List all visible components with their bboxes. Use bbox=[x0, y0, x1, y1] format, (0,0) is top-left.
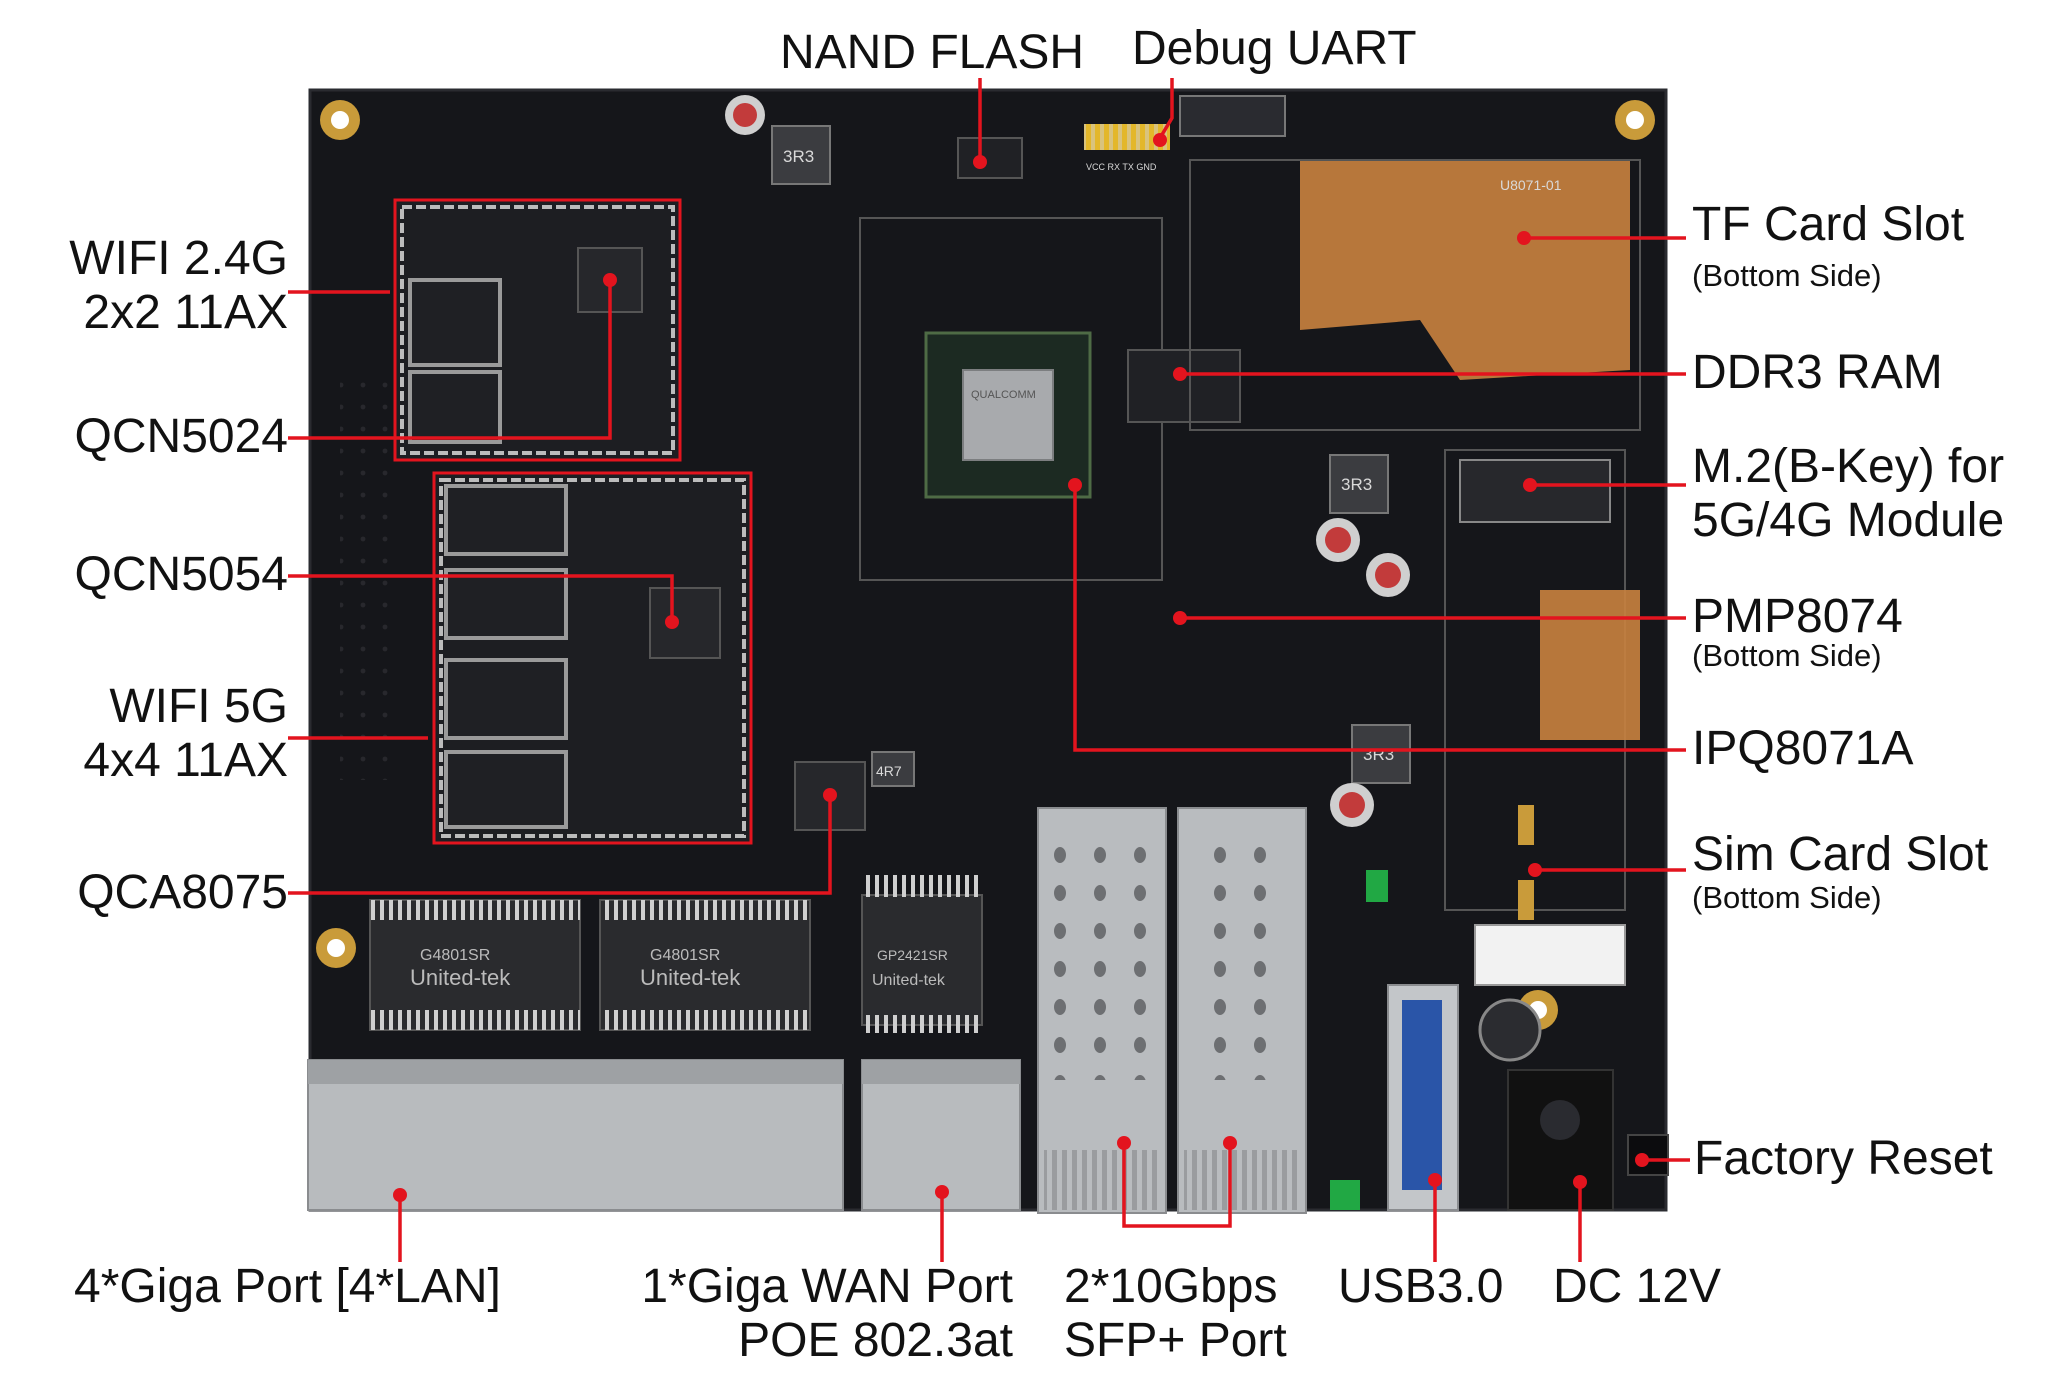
wifi-24g-line1: WIFI 2.4G bbox=[69, 232, 288, 285]
sim-card-label: Sim Card Slot bbox=[1692, 828, 1989, 881]
magnetics-group: United-tek G4801SR United-tek G4801SR Un… bbox=[369, 875, 983, 1033]
svg-text:3R3: 3R3 bbox=[1363, 745, 1394, 764]
svg-text:G4801SR: G4801SR bbox=[650, 947, 720, 964]
svg-text:G4801SR: G4801SR bbox=[420, 947, 490, 964]
svg-text:United-tek: United-tek bbox=[410, 965, 511, 990]
svg-text:3R3: 3R3 bbox=[783, 147, 814, 166]
nand-flash-label: NAND FLASH bbox=[780, 26, 1085, 79]
qcn5054-chip bbox=[649, 587, 721, 659]
tf-card-copper bbox=[1300, 160, 1630, 380]
ddr3-label: DDR3 RAM bbox=[1692, 346, 1943, 399]
svg-text:United-tek: United-tek bbox=[640, 965, 741, 990]
qcn5024-chip bbox=[577, 247, 643, 313]
uart-pin-labels: VCC RX TX GND bbox=[1086, 162, 1157, 172]
svg-text:U8071-01: U8071-01 bbox=[1500, 177, 1562, 193]
dc12v-label: DC 12V bbox=[1553, 1260, 1722, 1313]
qcn5024-label: QCN5024 bbox=[74, 410, 288, 463]
mounting-holes bbox=[316, 100, 1655, 1030]
svg-text:United-tek: United-tek bbox=[872, 972, 946, 989]
svg-text:3R3: 3R3 bbox=[1341, 475, 1372, 494]
m2-line1: M.2(B-Key) for bbox=[1692, 440, 2005, 493]
ipq8071a-die bbox=[962, 369, 1054, 461]
wifi-24g-label: WIFI 2.4G 2x2 11AX bbox=[69, 232, 288, 340]
pmp8074-label: PMP8074 bbox=[1692, 590, 1903, 643]
tf-card-note: (Bottom Side) bbox=[1692, 258, 1882, 293]
sfp-line2: SFP+ Port bbox=[1064, 1313, 1287, 1367]
usb3-label: USB3.0 bbox=[1338, 1260, 1504, 1313]
sfp-line1: 2*10Gbps bbox=[1064, 1260, 1278, 1313]
svg-text:QUALCOMM: QUALCOMM bbox=[971, 389, 1036, 401]
qca8075-chip bbox=[794, 761, 866, 831]
ipq8071a-label: IPQ8071A bbox=[1692, 722, 1914, 775]
wifi-5g-line1: WIFI 5G bbox=[109, 680, 288, 733]
reset-button bbox=[1627, 1134, 1669, 1176]
wifi-24g-line2: 2x2 11AX bbox=[83, 285, 288, 339]
sim-card-note: (Bottom Side) bbox=[1692, 880, 1882, 915]
lan-ports-label: 4*Giga Port [4*LAN] bbox=[74, 1260, 501, 1313]
wifi-5g-label: WIFI 5G 4x4 11AX bbox=[83, 680, 288, 788]
debug-uart-label: Debug UART bbox=[1132, 22, 1417, 75]
sfp-label: 2*10Gbps SFP+ Port bbox=[1064, 1260, 1287, 1368]
svg-text:GP2421SR: GP2421SR bbox=[877, 947, 948, 963]
svg-text:4R7: 4R7 bbox=[876, 763, 902, 779]
qca8075-label: QCA8075 bbox=[77, 866, 288, 919]
m2-label: M.2(B-Key) for 5G/4G Module bbox=[1692, 440, 2004, 548]
m2-slot bbox=[1459, 459, 1611, 523]
wan-port-label: 1*Giga WAN Port POE 802.3at bbox=[641, 1260, 1013, 1368]
nand-flash-chip bbox=[957, 137, 1023, 179]
wan-line2: POE 802.3at bbox=[738, 1313, 1013, 1367]
pmp8074-note: (Bottom Side) bbox=[1692, 638, 1882, 673]
ddr3-chip bbox=[1127, 349, 1241, 423]
factory-reset-label: Factory Reset bbox=[1694, 1132, 1993, 1185]
tf-card-label: TF Card Slot bbox=[1692, 198, 1965, 251]
wan-line1: 1*Giga WAN Port bbox=[641, 1260, 1013, 1313]
m2-line2: 5G/4G Module bbox=[1692, 493, 2005, 547]
wifi-5g-line2: 4x4 11AX bbox=[83, 733, 288, 787]
dc-jack bbox=[1507, 1069, 1614, 1211]
qcn5054-label: QCN5054 bbox=[74, 548, 288, 601]
